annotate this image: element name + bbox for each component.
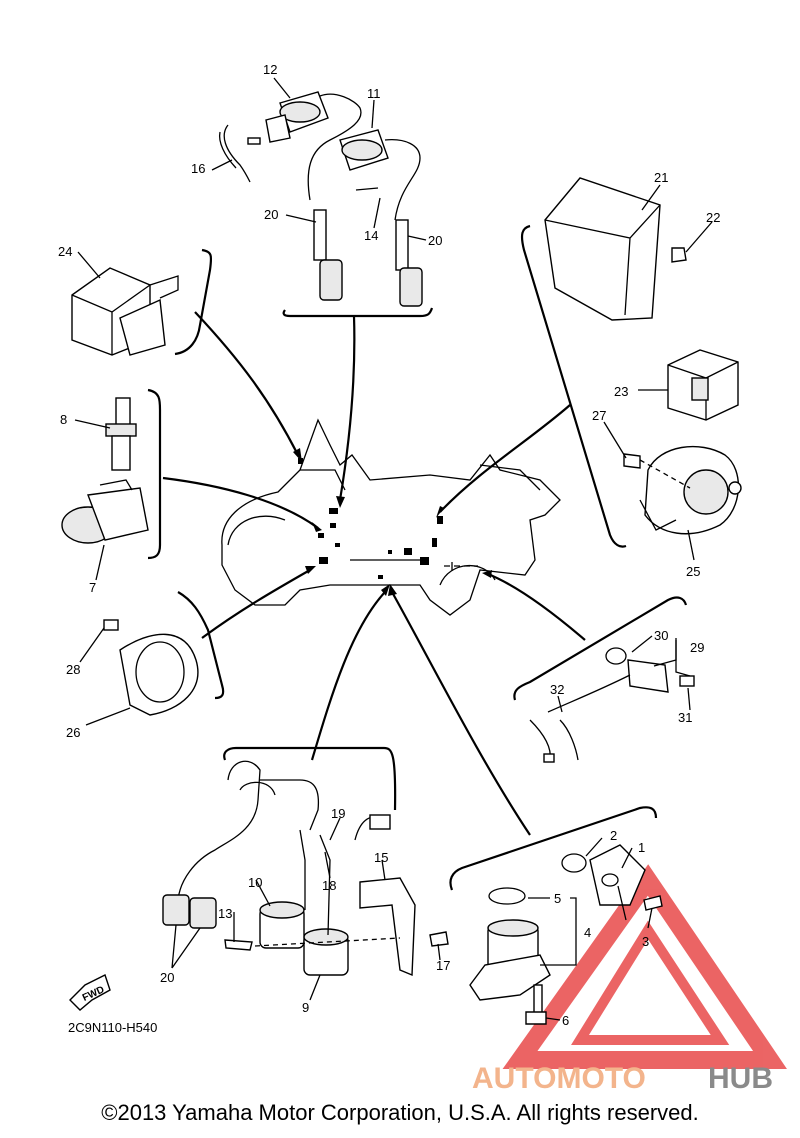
sensor-8 [105, 397, 137, 471]
label-16: 16 [191, 161, 205, 176]
label-5: 5 [554, 891, 561, 906]
drawing-code: 2C9N110-H540 [68, 1020, 157, 1035]
label-8: 8 [60, 412, 67, 427]
diagram-canvas: AUTOMOTO HUB [58, 62, 787, 1095]
label-20-top-right: 20 [428, 233, 442, 248]
watermark-text-hub: HUB [708, 1062, 773, 1095]
label-15: 15 [374, 850, 388, 865]
copyright-notice: ©2013 Yamaha Motor Corporation, U.S.A. A… [101, 1100, 699, 1125]
fwd-arrow: FWD [69, 974, 111, 1011]
label-20-bottom: 20 [160, 970, 174, 985]
label-7: 7 [89, 580, 96, 595]
label-25: 25 [686, 564, 700, 579]
label-32: 32 [550, 682, 564, 697]
actuator-lower-right [469, 844, 663, 1025]
coils-lower-left [162, 760, 449, 977]
label-13: 13 [218, 906, 232, 921]
label-3: 3 [642, 934, 649, 949]
label-17: 17 [436, 958, 450, 973]
ignition-coils-top [218, 91, 423, 307]
label-21: 21 [654, 170, 668, 185]
callout-lines [74, 77, 713, 1021]
label-19: 19 [331, 806, 345, 821]
label-30: 30 [654, 628, 668, 643]
relay-23 [667, 349, 739, 421]
leader-lines [162, 311, 586, 836]
label-4: 4 [584, 925, 591, 940]
label-31: 31 [678, 710, 692, 725]
label-12: 12 [263, 62, 277, 77]
label-1: 1 [638, 840, 645, 855]
part-numbers: 12 11 16 20 14 20 24 21 22 23 27 8 7 25 … [58, 62, 720, 1035]
label-2: 2 [610, 828, 617, 843]
label-29: 29 [690, 640, 704, 655]
watermark-logo [502, 864, 787, 1069]
watermark-text-automoto: AUTOMOTO [472, 1062, 646, 1095]
ecu-21 [544, 177, 687, 321]
label-11: 11 [367, 86, 381, 101]
label-28: 28 [66, 662, 80, 677]
label-14: 14 [364, 228, 378, 243]
label-10: 10 [248, 875, 262, 890]
label-24: 24 [58, 244, 72, 259]
watermark-text: AUTOMOTO HUB [472, 1062, 773, 1095]
switch-7 [61, 479, 149, 544]
label-9: 9 [302, 1000, 309, 1015]
horn-26 [103, 619, 199, 716]
horn-25 [623, 445, 742, 535]
sensor-29 [529, 647, 695, 763]
label-18: 18 [322, 878, 336, 893]
label-23: 23 [614, 384, 628, 399]
label-6: 6 [562, 1013, 569, 1028]
group-brackets [147, 224, 688, 891]
label-27: 27 [592, 408, 606, 423]
label-26: 26 [66, 725, 80, 740]
label-22: 22 [706, 210, 720, 225]
relay-24 [71, 267, 179, 356]
label-20-top-left: 20 [264, 207, 278, 222]
